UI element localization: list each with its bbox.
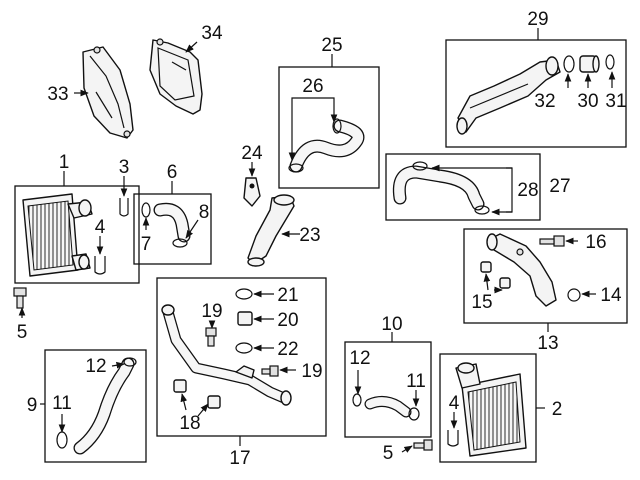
callout-12b: 12 bbox=[349, 348, 370, 369]
o-ring-part-14 bbox=[567, 288, 581, 302]
callout-15: 15 bbox=[471, 292, 492, 313]
bolt-part-16 bbox=[539, 235, 565, 247]
group-box-1 bbox=[14, 185, 140, 284]
hose-part-27 bbox=[392, 161, 490, 215]
clamp-part-32 bbox=[563, 55, 575, 73]
callout-32: 32 bbox=[534, 91, 555, 112]
bracket-part-4a bbox=[94, 256, 106, 275]
coupler-part-30 bbox=[579, 55, 600, 73]
callout-labels: 1 2 3 4 4 5 5 6 7 8 9 10 11 11 12 12 13 … bbox=[17, 9, 627, 469]
hose-part-10 bbox=[352, 393, 420, 421]
callout-9: 9 bbox=[27, 395, 38, 416]
callout-23: 23 bbox=[299, 225, 320, 246]
callout-6: 6 bbox=[167, 162, 178, 183]
sleeve-part-20 bbox=[237, 311, 253, 326]
callout-4b: 4 bbox=[449, 393, 460, 414]
duct-pipe-part-23 bbox=[247, 194, 295, 267]
group-box-29 bbox=[445, 39, 627, 148]
callout-8: 8 bbox=[199, 202, 210, 223]
callout-4a: 4 bbox=[95, 217, 106, 238]
duct-housing-part bbox=[149, 38, 203, 115]
grommet-part-15 bbox=[480, 261, 511, 289]
callout-30: 30 bbox=[577, 91, 598, 112]
group-box-27 bbox=[385, 153, 541, 221]
clamp-part-8b bbox=[172, 238, 188, 248]
sensor-part-24 bbox=[243, 177, 261, 207]
callout-27: 27 bbox=[549, 176, 570, 197]
callout-3: 3 bbox=[119, 157, 130, 178]
clip-part-3 bbox=[119, 198, 129, 217]
clamp-part-31 bbox=[605, 54, 615, 70]
callout-28: 28 bbox=[517, 180, 538, 201]
group-box-9 bbox=[44, 349, 147, 463]
air-duct-shroud-part bbox=[82, 46, 134, 139]
callout-10: 10 bbox=[381, 314, 402, 335]
callout-25: 25 bbox=[321, 35, 342, 56]
hose-part-26 bbox=[288, 118, 365, 173]
callout-22: 22 bbox=[277, 339, 298, 360]
callout-26: 26 bbox=[302, 76, 323, 97]
grommet-part-18 bbox=[173, 379, 221, 409]
callout-34: 34 bbox=[201, 23, 223, 44]
pipe-assembly-part-29 bbox=[456, 56, 561, 135]
intercooler-part-1 bbox=[22, 193, 93, 277]
clamp-part-7 bbox=[141, 202, 151, 218]
callout-18: 18 bbox=[179, 413, 200, 434]
callout-7: 7 bbox=[141, 234, 152, 255]
hose-part-8 bbox=[153, 202, 191, 243]
group-box-10 bbox=[344, 341, 432, 438]
callout-29: 29 bbox=[527, 9, 548, 30]
callout-13: 13 bbox=[537, 333, 558, 354]
callout-1: 1 bbox=[59, 152, 70, 173]
callout-11b: 11 bbox=[406, 371, 426, 392]
callout-12a: 12 bbox=[85, 356, 106, 377]
callout-21: 21 bbox=[277, 285, 298, 306]
clamp-part-21 bbox=[235, 288, 253, 300]
bracket-part-4b bbox=[447, 430, 459, 447]
callout-33: 33 bbox=[47, 84, 68, 105]
pipe-part-17 bbox=[161, 304, 292, 406]
callout-17: 17 bbox=[229, 448, 250, 469]
callout-5a: 5 bbox=[17, 322, 28, 343]
group-box-25 bbox=[278, 66, 380, 189]
bolt-part-19b bbox=[261, 365, 279, 377]
callout-14: 14 bbox=[600, 285, 622, 306]
bolt-part-5b bbox=[413, 439, 433, 451]
bolt-part-5a bbox=[13, 287, 27, 309]
callout-31: 31 bbox=[605, 91, 626, 112]
group-box-13 bbox=[463, 228, 628, 324]
callout-11a: 11 bbox=[52, 393, 72, 414]
intercooler-part-2 bbox=[455, 362, 527, 457]
callout-24: 24 bbox=[241, 143, 263, 164]
clamp-part-22 bbox=[235, 342, 253, 354]
leader-lines bbox=[18, 28, 616, 453]
bolt-part-19a bbox=[205, 327, 217, 347]
group-box-17 bbox=[156, 277, 327, 437]
callout-5b: 5 bbox=[383, 443, 394, 464]
callout-19b: 19 bbox=[301, 361, 322, 382]
callout-16: 16 bbox=[585, 232, 606, 253]
callout-19a: 19 bbox=[201, 301, 222, 322]
pipe-part-13 bbox=[486, 233, 557, 307]
callout-20: 20 bbox=[277, 310, 298, 331]
callout-2: 2 bbox=[552, 399, 563, 420]
